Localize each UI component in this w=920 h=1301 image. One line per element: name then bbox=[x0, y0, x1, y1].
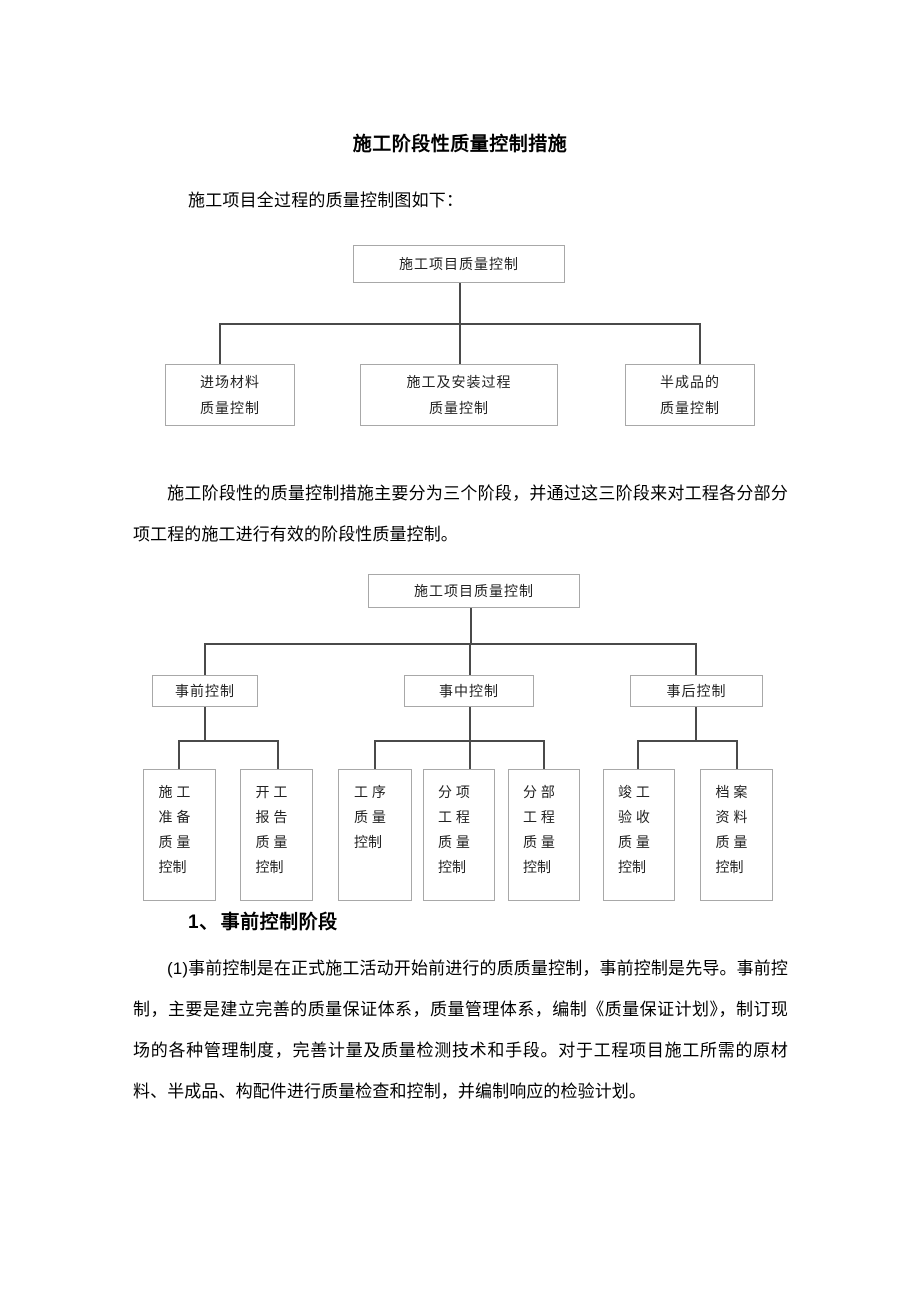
quality-control-diagram-2: 施工项目质量控制 事前控制 事中控制 事后控制 bbox=[0, 0, 920, 901]
section-heading: 1、事前控制阶段 bbox=[188, 907, 338, 934]
diagram2-stage-1-stem bbox=[204, 707, 206, 741]
diagram2-drop-stage-2 bbox=[469, 643, 471, 675]
diagram1-child-2-line2: 质量控制 bbox=[429, 400, 489, 416]
diagram1-child-node-3: 半成品的 质量控制 bbox=[625, 364, 755, 426]
diagram2-leaf-node-3: 工 序 质 量 控制 bbox=[338, 769, 412, 901]
diagram2-leaf-6-row-4: 控制 bbox=[618, 859, 646, 875]
diagram2-leaf-node-6: 竣 工 验 收 质 量 控制 bbox=[603, 769, 675, 901]
diagram1-root-node: 施工项目质量控制 bbox=[353, 245, 565, 283]
diagram2-leaf-4-row-3: 质 量 bbox=[438, 834, 470, 850]
diagram2-leaf-7-row-1: 档 案 bbox=[715, 784, 748, 800]
diagram2-leaf-5-row-3: 质 量 bbox=[523, 834, 555, 850]
intro-text: 施工项目全过程的质量控制图如下： bbox=[188, 191, 464, 210]
diagram1-child-1-line2: 质量控制 bbox=[200, 400, 260, 416]
diagram2-stage-3-label: 事后控制 bbox=[666, 683, 727, 699]
diagram1-drop-3 bbox=[699, 323, 701, 364]
diagram2-leaf-7-row-2: 资 料 bbox=[715, 809, 748, 825]
diagram2-stage-3-bus bbox=[638, 740, 738, 742]
diagram2-leaf-6-row-3: 质 量 bbox=[618, 834, 650, 850]
diagram2-leaf-4-row-2: 工 程 bbox=[438, 809, 470, 825]
diagram2-leaf-1-row-2: 准 备 bbox=[158, 809, 191, 825]
diagram2-stage-3-stem bbox=[695, 707, 697, 741]
diagram2-stage-2-drop-2 bbox=[469, 740, 471, 769]
diagram2-leaf-5-row-1: 分 部 bbox=[523, 784, 555, 800]
diagram2-leaf-node-4: 分 项 工 程 质 量 控制 bbox=[423, 769, 495, 901]
diagram2-stage-node-1: 事前控制 bbox=[152, 675, 258, 707]
section-number: 1、 bbox=[188, 912, 219, 933]
diagram2-stage-1-drop-1 bbox=[178, 740, 180, 769]
diagram2-leaf-4-row-4: 控制 bbox=[438, 859, 466, 875]
section-heading-text: 事前控制阶段 bbox=[220, 912, 338, 933]
diagram2-stage-1-label: 事前控制 bbox=[175, 683, 235, 699]
diagram2-leaf-2-row-1: 开 工 bbox=[255, 784, 288, 800]
diagram2-leaf-6-row-1: 竣 工 bbox=[618, 784, 650, 800]
diagram2-leaf-7-row-4: 控制 bbox=[715, 859, 744, 875]
diagram1-drop-2 bbox=[459, 323, 461, 364]
diagram2-leaf-7-row-3: 质 量 bbox=[715, 834, 748, 850]
diagram2-leaf-1-row-3: 质 量 bbox=[158, 834, 191, 850]
diagram2-leaf-node-2: 开 工 报 告 质 量 控制 bbox=[240, 769, 313, 901]
diagram2-leaf-1-row-1: 施 工 bbox=[158, 784, 191, 800]
page-title: 施工阶段性质量控制措施 bbox=[352, 134, 568, 155]
diagram1-child-3-line1: 半成品的 bbox=[660, 374, 720, 390]
diagram1-child-3-line2: 质量控制 bbox=[660, 400, 720, 416]
diagram2-leaf-6-row-2: 验 收 bbox=[618, 809, 650, 825]
diagram2-leaf-5-row-2: 工 程 bbox=[523, 809, 555, 825]
diagram2-leaf-node-7: 档 案 资 料 质 量 控制 bbox=[700, 769, 773, 901]
quality-control-diagram-1: 施工项目质量控制 进场材料 质量控制 施工及安装过程 质量控制 半成品的 质量控… bbox=[0, 0, 920, 440]
paragraph-last-text: (1)事前控制是在正式施工活动开始前进行的质质量控制，事前控制是先导。事前控制，… bbox=[133, 959, 788, 1101]
diagram2-leaf-2-row-3: 质 量 bbox=[255, 834, 288, 850]
diagram2-stage-2-stem bbox=[469, 707, 471, 741]
diagram2-leaf-3-row-1: 工 序 bbox=[354, 784, 386, 800]
diagram2-drop-stage-3 bbox=[695, 643, 697, 675]
diagram2-leaf-5-row-4: 控制 bbox=[523, 859, 551, 875]
paragraph-last: (1)事前控制是在正式施工活动开始前进行的质质量控制，事前控制是先导。事前控制，… bbox=[133, 948, 788, 1112]
diagram2-leaf-2-row-2: 报 告 bbox=[255, 809, 288, 825]
diagram2-stage-3-drop-1 bbox=[637, 740, 639, 769]
diagram2-leaf-node-1: 施 工 准 备 质 量 控制 bbox=[143, 769, 216, 901]
paragraph-middle-text: 施工阶段性的质量控制措施主要分为三个阶段，并通过这三阶段来对工程各分部分项工程的… bbox=[133, 484, 788, 544]
diagram2-drop-stage-1 bbox=[204, 643, 206, 675]
diagram1-root-label: 施工项目质量控制 bbox=[399, 256, 519, 272]
diagram1-child-2-line1: 施工及安装过程 bbox=[406, 374, 512, 390]
diagram2-stage-2-drop-1 bbox=[374, 740, 376, 769]
diagram1-child-1-line1: 进场材料 bbox=[200, 374, 260, 390]
diagram2-leaf-4-row-1: 分 项 bbox=[438, 784, 470, 800]
diagram1-child-node-2: 施工及安装过程 质量控制 bbox=[360, 364, 558, 426]
paragraph-middle: 施工阶段性的质量控制措施主要分为三个阶段，并通过这三阶段来对工程各分部分项工程的… bbox=[133, 473, 788, 555]
diagram1-drop-1 bbox=[219, 323, 221, 364]
diagram1-child-node-1: 进场材料 质量控制 bbox=[165, 364, 295, 426]
diagram2-stage-2-bus bbox=[375, 740, 545, 742]
diagram1-root-stem bbox=[459, 283, 461, 324]
diagram2-leaf-node-5: 分 部 工 程 质 量 控制 bbox=[508, 769, 580, 901]
diagram2-stage-1-bus bbox=[179, 740, 279, 742]
diagram2-root-label: 施工项目质量控制 bbox=[414, 583, 534, 599]
diagram2-root-node: 施工项目质量控制 bbox=[368, 574, 580, 608]
diagram2-root-stem bbox=[470, 608, 472, 644]
diagram2-leaf-2-row-4: 控制 bbox=[255, 859, 284, 875]
diagram2-bus bbox=[205, 643, 697, 645]
diagram2-stage-2-drop-3 bbox=[543, 740, 545, 769]
diagram2-stage-node-3: 事后控制 bbox=[630, 675, 763, 707]
diagram2-leaf-3-row-3: 控制 bbox=[354, 834, 382, 850]
diagram2-leaf-3-row-2: 质 量 bbox=[354, 809, 386, 825]
diagram2-stage-3-drop-2 bbox=[736, 740, 738, 769]
diagram2-stage-1-drop-2 bbox=[277, 740, 279, 769]
diagram2-stage-2-label: 事中控制 bbox=[439, 683, 499, 699]
diagram2-leaf-1-row-4: 控制 bbox=[158, 859, 187, 875]
diagram2-stage-node-2: 事中控制 bbox=[404, 675, 534, 707]
